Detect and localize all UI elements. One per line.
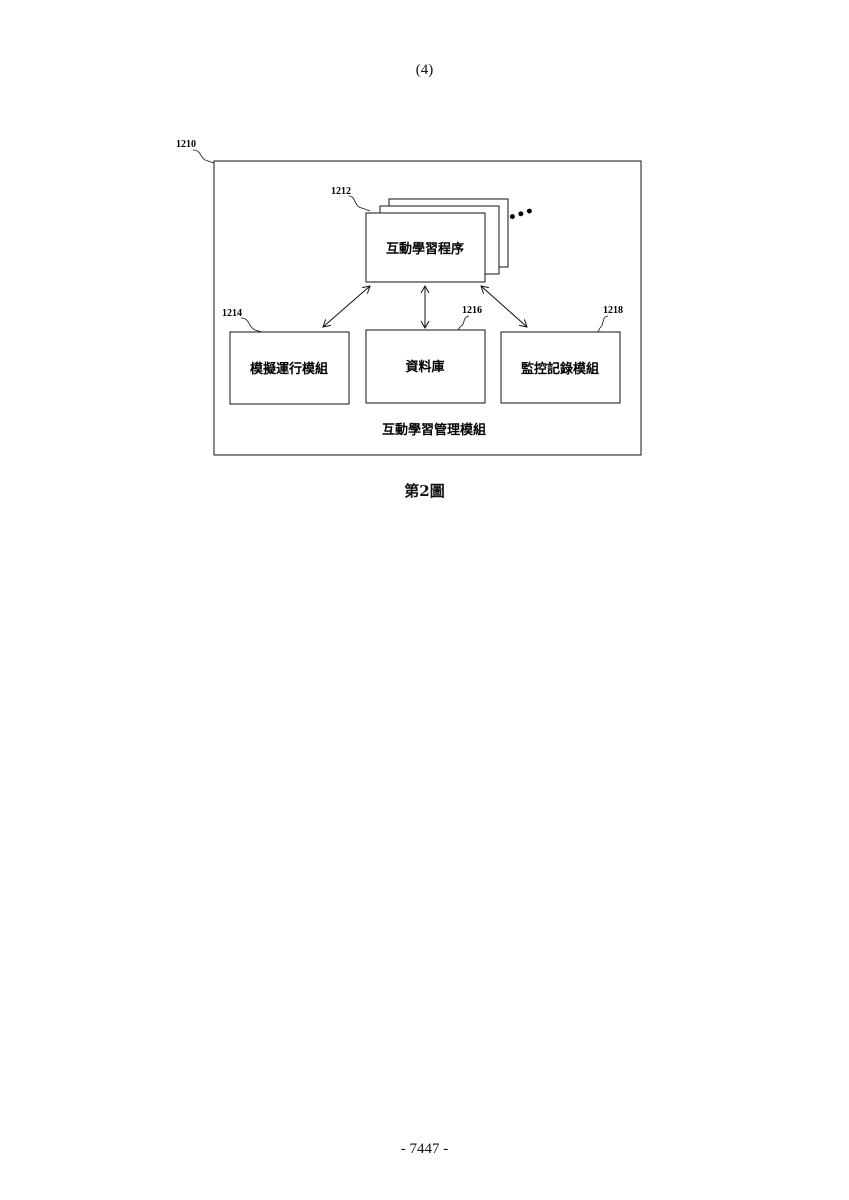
- arrow-program-simulation: [323, 286, 370, 327]
- arrow-program-monitor: [481, 286, 527, 327]
- ref-label-1218: 1218: [603, 305, 623, 316]
- ref-leader-1212: [349, 196, 370, 211]
- database-label: 資料庫: [405, 359, 444, 375]
- continuation-dots: •••: [506, 203, 536, 227]
- ref-leader-1216: [458, 316, 469, 330]
- figure-caption: 第2圖: [0, 480, 849, 501]
- ref-label-1216: 1216: [462, 305, 482, 316]
- ref-leader-1218: [598, 316, 608, 332]
- block-diagram: 1210 互動學習程序 ••• 1212 模擬運行模組 1214 資料庫 121…: [0, 0, 849, 520]
- ref-leader-1210: [193, 150, 214, 163]
- interactive-program-label: 互動學習程序: [386, 241, 464, 257]
- ref-label-1210: 1210: [176, 139, 196, 150]
- monitor-module-label: 監控記錄模組: [521, 361, 599, 377]
- management-module-label: 互動學習管理模組: [382, 422, 486, 438]
- simulation-module-label: 模擬運行模組: [250, 361, 328, 377]
- ref-label-1212: 1212: [331, 186, 351, 197]
- page-number-footer: - 7447 -: [0, 1141, 849, 1158]
- ref-label-1214: 1214: [222, 308, 242, 319]
- ref-leader-1214: [241, 318, 262, 332]
